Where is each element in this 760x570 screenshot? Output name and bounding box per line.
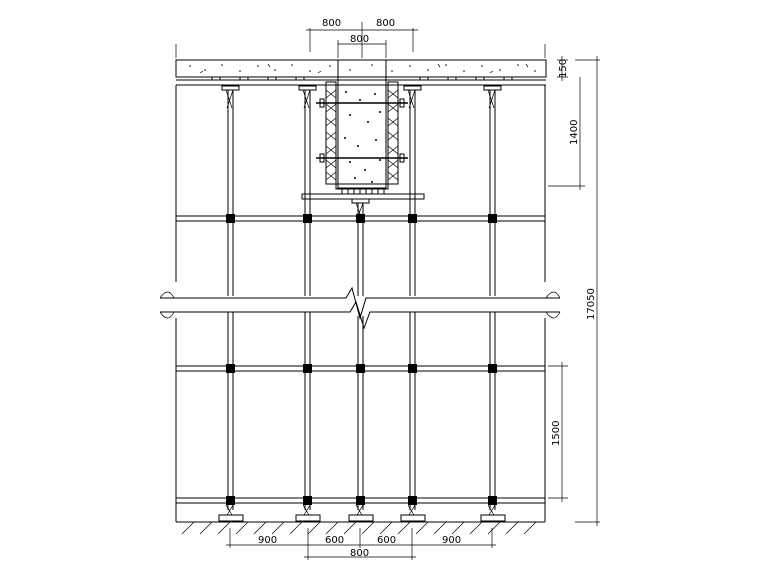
dim-bottom-3: 600 xyxy=(377,535,396,546)
dim-bottom-inner: 800 xyxy=(350,548,369,559)
dim-bottom-4: 900 xyxy=(442,535,461,546)
bottom-dimension-lines xyxy=(226,528,496,560)
dim-total-height: 17050 xyxy=(586,288,597,320)
scaffold-posts xyxy=(175,85,546,522)
base-plates xyxy=(218,504,506,522)
right-dimension-lines xyxy=(548,56,600,526)
floor-slab xyxy=(175,59,547,86)
dim-top-inner: 800 xyxy=(350,34,369,45)
ground xyxy=(176,521,545,535)
break-line xyxy=(159,286,561,330)
horizontal-ledgers xyxy=(176,214,545,505)
dim-bottom-2: 600 xyxy=(325,535,344,546)
concrete-beam xyxy=(301,59,425,200)
dim-step-height: 1500 xyxy=(551,421,562,446)
top-u-heads xyxy=(221,85,502,220)
slab-stipple xyxy=(189,63,536,74)
dim-top-right: 800 xyxy=(376,18,395,29)
top-dimension-lines xyxy=(175,22,546,58)
dim-slab-thickness: 150 xyxy=(558,59,569,78)
dim-bottom-1: 900 xyxy=(258,535,277,546)
slab-joists xyxy=(211,76,513,81)
dim-beam-zone: 1400 xyxy=(569,120,580,145)
dim-top-left: 800 xyxy=(322,18,341,29)
